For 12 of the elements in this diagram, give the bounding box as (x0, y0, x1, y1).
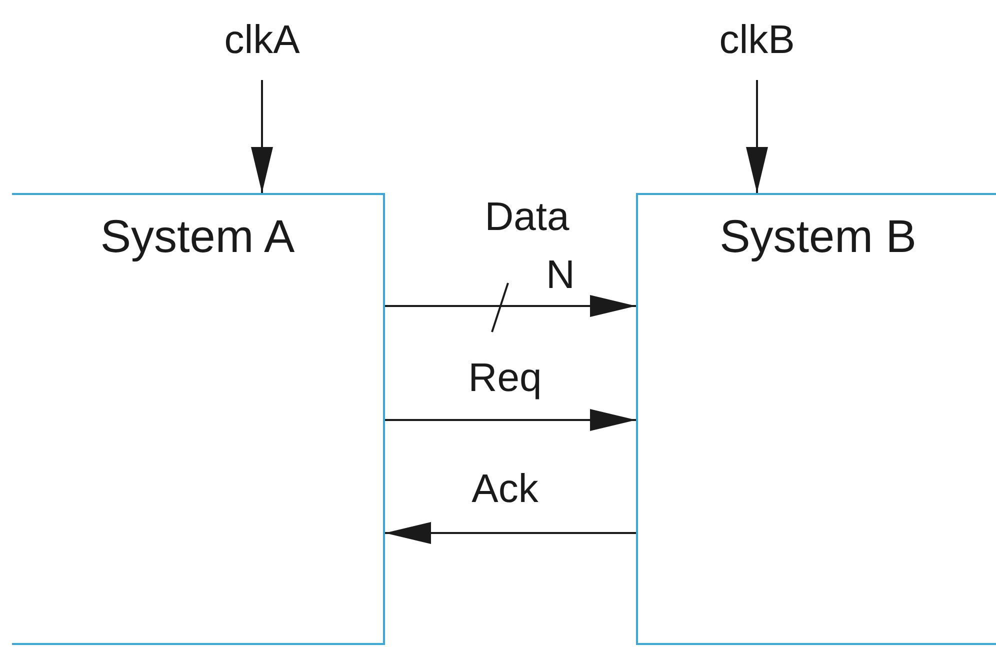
arrow (251, 80, 273, 193)
arrow (385, 409, 636, 431)
arrow (385, 295, 636, 317)
clock-label: clkA (200, 10, 324, 70)
bus-width-label: N (546, 252, 575, 298)
clock-label: clkB (695, 10, 819, 70)
arrow (385, 522, 636, 544)
system-box (12, 193, 385, 645)
system-title: System A (99, 209, 296, 264)
system-box (636, 193, 996, 645)
arrow (746, 80, 768, 193)
system-title: System B (718, 209, 918, 264)
